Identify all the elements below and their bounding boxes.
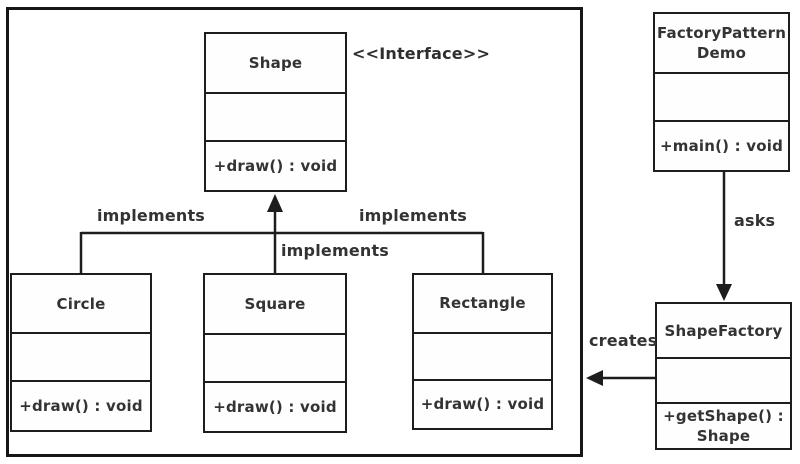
class-name: Shape [248, 53, 303, 72]
class-methods: +draw() : void [414, 379, 551, 428]
class-attributes [657, 357, 790, 402]
class-attributes [12, 332, 150, 380]
class-methods: +getShape() : Shape [657, 401, 790, 448]
implements-label-right: implements [359, 206, 468, 225]
class-box-rectangle: Rectangle +draw() : void [412, 273, 553, 430]
class-box-square: Square +draw() : void [203, 273, 347, 433]
class-box-circle: Circle +draw() : void [10, 273, 152, 432]
class-name: Circle [56, 294, 106, 313]
shapes-boundary-box [6, 7, 583, 457]
asks-label: asks [734, 211, 776, 230]
creates-arrowhead-icon [586, 370, 603, 386]
class-name: Square [244, 294, 306, 313]
class-methods: +draw() : void [12, 380, 150, 430]
class-methods: +draw() : void [205, 381, 345, 431]
class-box-shape-factory: ShapeFactory +getShape() : Shape [655, 302, 792, 450]
class-name: FactoryPattern Demo [656, 23, 787, 62]
interface-stereotype-label: <<Interface>> [352, 44, 491, 63]
class-methods: +draw() : void [206, 140, 345, 190]
class-box-shape: Shape +draw() : void [204, 32, 347, 192]
creates-label: creates [589, 331, 658, 350]
class-methods: +main() : void [655, 120, 788, 170]
class-attributes [414, 331, 551, 379]
class-attributes [205, 332, 345, 381]
class-box-factory-pattern-demo: FactoryPattern Demo +main() : void [653, 12, 790, 172]
implements-label-left: implements [97, 206, 206, 225]
class-attributes [655, 71, 788, 120]
implements-label-middle: implements [281, 241, 390, 260]
class-name: Rectangle [439, 294, 526, 313]
asks-arrowhead-icon [716, 284, 732, 301]
class-name: ShapeFactory [664, 321, 783, 340]
class-attributes [206, 91, 345, 140]
